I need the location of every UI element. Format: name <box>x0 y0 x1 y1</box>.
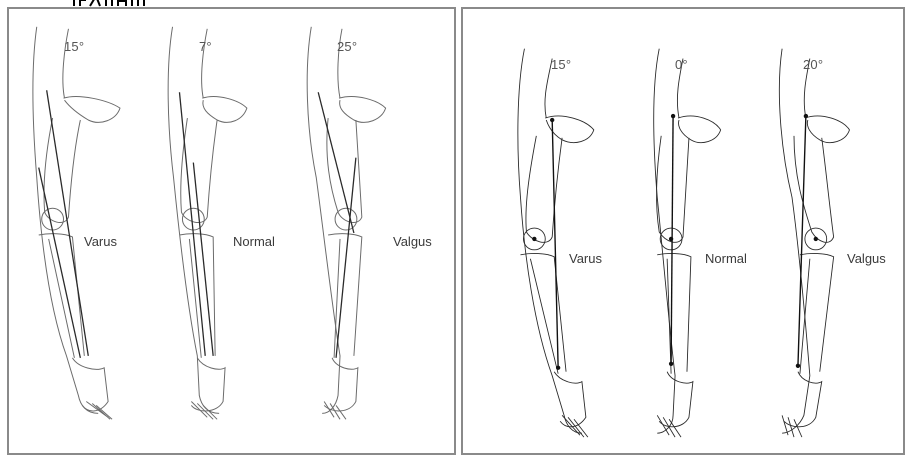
right-leg-drawings <box>517 48 850 438</box>
label-varus: Varus <box>569 251 602 266</box>
angle-label-normal: 0° <box>675 57 688 72</box>
angle-label-valgus: 20° <box>803 57 824 72</box>
label-valgus: Valgus <box>847 251 886 266</box>
cropped-heading-fragment <box>73 0 145 7</box>
left-panel-illustration: 15° 7° 25° Varus Normal Valgus <box>7 7 456 455</box>
label-varus: Varus <box>84 234 117 249</box>
left-leg-drawings <box>32 26 387 420</box>
angle-label-varus: 15° <box>64 39 85 54</box>
angle-label-varus: 15° <box>551 57 572 72</box>
label-valgus: Valgus <box>393 234 432 249</box>
right-panel-illustration: 15° 0° 20° Varus Normal Valgus <box>461 7 905 455</box>
label-normal: Normal <box>233 234 275 249</box>
angle-label-valgus: 25° <box>337 39 358 54</box>
angle-label-normal: 7° <box>199 39 212 54</box>
label-normal: Normal <box>705 251 747 266</box>
